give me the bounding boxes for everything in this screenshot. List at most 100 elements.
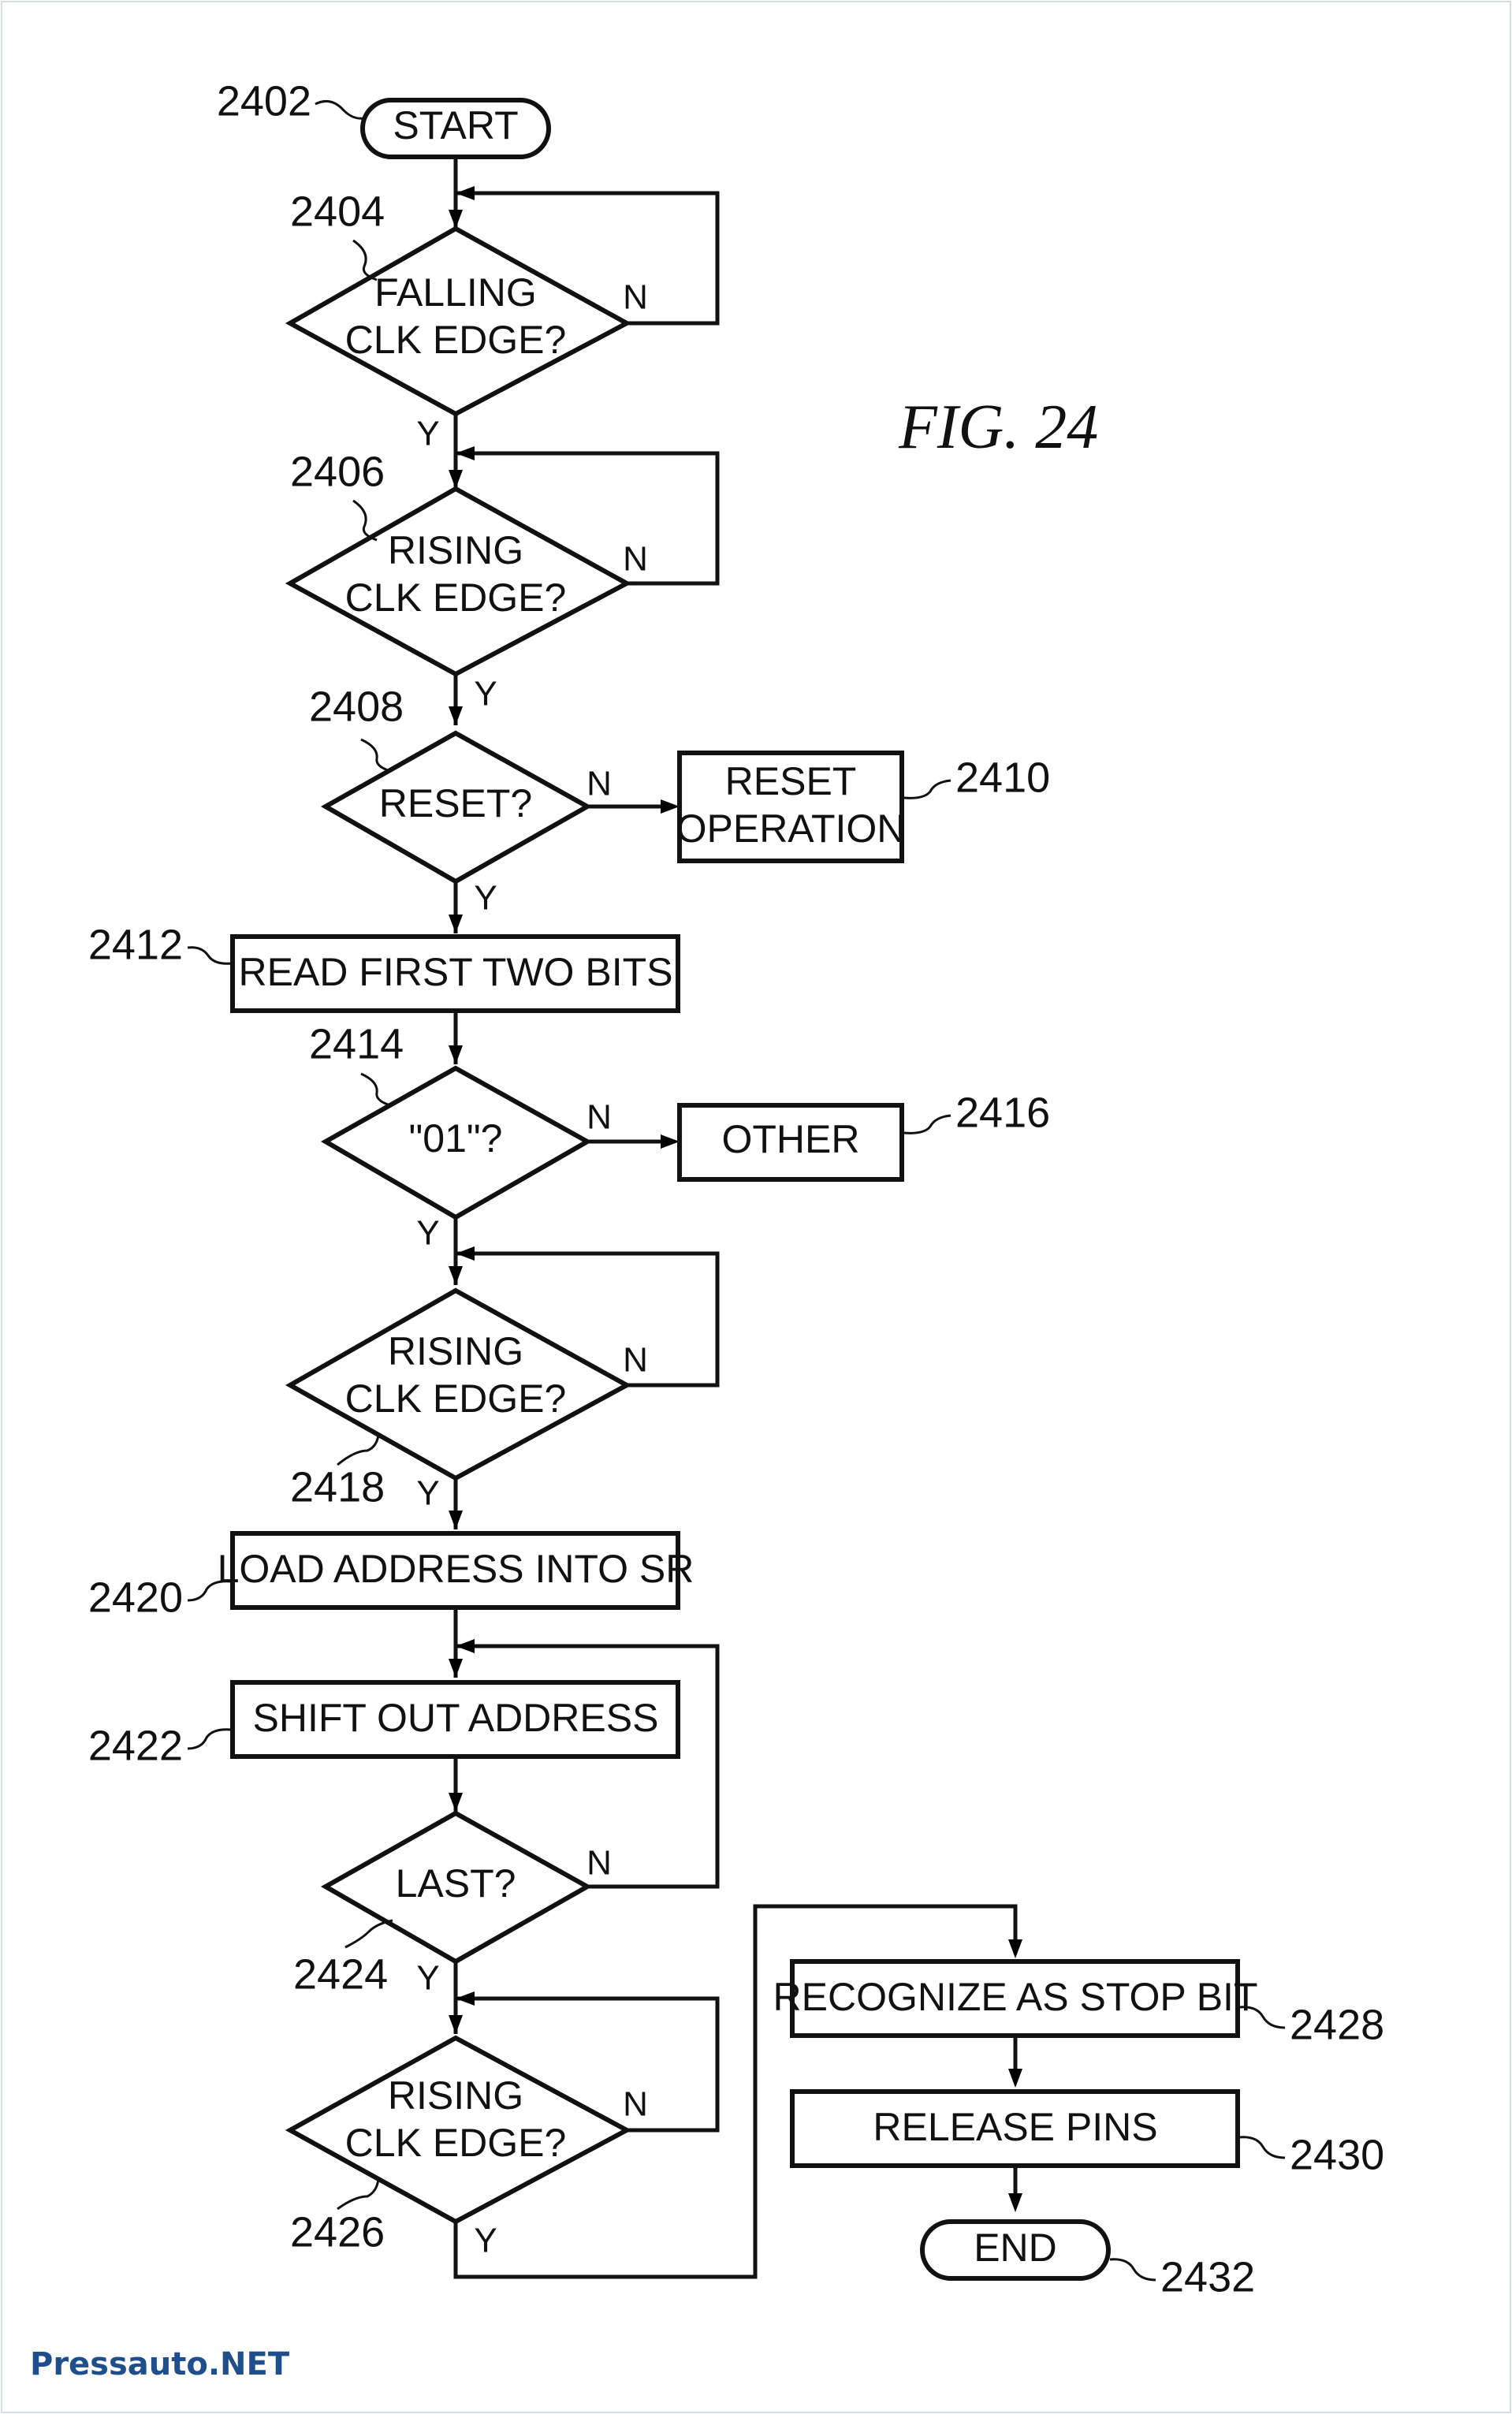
no-label: N (587, 765, 612, 803)
process-line-1: SHIFT OUT ADDRESS (253, 1696, 659, 1740)
arrowhead (449, 470, 463, 489)
process-shape (230, 1531, 680, 1610)
no-label: N (623, 2085, 648, 2124)
figure-title: FIG. 24 (898, 393, 1098, 462)
leader-line (187, 1728, 233, 1750)
yes-label: Y (416, 1959, 439, 1998)
decision-line-1: LAST? (396, 1861, 516, 1905)
watermark-text: Pressauto.NET (30, 2346, 290, 2382)
ref-2426: 2426 (290, 2208, 385, 2256)
yes-label: Y (416, 415, 439, 453)
loop-2426-no (456, 1996, 720, 2133)
arrowhead (661, 1134, 680, 1149)
decision-shape (285, 486, 632, 677)
process-shape (677, 751, 904, 863)
ref-2420: 2420 (88, 1574, 183, 1621)
end-shape (920, 2219, 1111, 2281)
decision-shape (285, 1287, 632, 1481)
decision-2418: RISING CLK EDGE? (285, 1287, 632, 1481)
decision-shape (320, 1065, 593, 1220)
process-2430: RELEASE PINS (790, 2089, 1240, 2168)
leader-line (344, 1919, 393, 1949)
decision-2424: LAST? (320, 1810, 593, 1965)
arrowhead (456, 1991, 475, 2006)
yes-label: Y (474, 879, 497, 918)
process-line-1: RESET (725, 759, 857, 803)
ref-2404: 2404 (290, 188, 385, 235)
edge-labels: N Y N Y N Y N Y N Y N Y N Y (416, 278, 648, 2260)
leader-line (360, 1072, 391, 1107)
arrowhead (456, 1639, 475, 1653)
decision-2406: RISING CLK EDGE? (285, 486, 632, 677)
no-label: N (623, 540, 648, 579)
edge-2426-to-2428 (453, 1904, 1018, 2279)
decision-line-1: RESET? (379, 781, 533, 825)
loop-2404-no (456, 191, 720, 326)
process-shape (230, 1680, 680, 1759)
connectors (453, 158, 1018, 2279)
decision-2414: "01"? (320, 1065, 593, 1220)
arrowhead (449, 706, 463, 725)
no-label: N (587, 1098, 612, 1137)
leader-line (337, 2178, 380, 2211)
ref-2412: 2412 (88, 921, 183, 968)
yes-label: Y (416, 1474, 439, 1513)
decision-2404: FALLING CLK EDGE? (285, 225, 632, 417)
decision-line-1: RISING (388, 2073, 523, 2118)
ref-2430: 2430 (1290, 2131, 1384, 2178)
decision-shape (285, 2035, 632, 2225)
arrowhead (449, 1266, 463, 1285)
arrowhead (456, 186, 475, 200)
yes-label: Y (474, 675, 497, 713)
ref-2422: 2422 (88, 1722, 183, 1769)
arrowhead (449, 915, 463, 933)
ref-2408: 2408 (309, 683, 404, 730)
process-shape (230, 934, 680, 1013)
start-shape (360, 98, 551, 159)
arrowhead (661, 799, 680, 814)
arrowhead (1008, 2193, 1022, 2212)
arrowhead (1008, 1939, 1022, 1958)
decision-shape (320, 1810, 593, 1965)
arrowhead (449, 1793, 463, 1812)
leader-line (903, 1114, 952, 1134)
decision-2408: RESET? (320, 730, 593, 885)
process-shape (790, 2089, 1240, 2168)
arrowhead (1008, 2069, 1022, 2088)
decision-line-1: RISING (388, 528, 523, 572)
ref-2410: 2410 (955, 754, 1050, 801)
end-terminal: END (920, 2219, 1111, 2281)
start-label: START (393, 103, 518, 147)
arrowhead (456, 1246, 475, 1261)
process-line-2: OPERATION (676, 807, 906, 851)
decision-shape (320, 730, 593, 885)
end-label: END (974, 2226, 1057, 2270)
process-shape (677, 1103, 904, 1182)
no-label: N (623, 1341, 648, 1380)
leader-line (1238, 2006, 1286, 2029)
process-line-1: OTHER (722, 1117, 860, 1161)
loop-2418-no (456, 1251, 720, 1388)
arrowhead (449, 210, 463, 229)
leader-line (352, 499, 378, 542)
process-2422: SHIFT OUT ADDRESS (230, 1680, 680, 1759)
no-label: N (587, 1844, 612, 1883)
ref-2418: 2418 (290, 1463, 385, 1511)
leader-line (360, 738, 391, 773)
decision-line-1: RISING (388, 1329, 523, 1373)
yes-label: Y (474, 2222, 497, 2260)
loop-2406-no (456, 451, 720, 586)
arrowhead (456, 446, 475, 460)
arrowhead (449, 1045, 463, 1064)
arrowhead (449, 1511, 463, 1529)
leader-line (337, 1434, 380, 1466)
leader-line (187, 946, 233, 965)
arrowhead (449, 2015, 463, 2034)
decision-line-1: "01"? (409, 1116, 503, 1160)
decision-line-2: CLK EDGE? (345, 2121, 567, 2165)
decision-2426: RISING CLK EDGE? (285, 2035, 632, 2225)
decision-line-1: FALLING (374, 270, 537, 315)
leader-line (315, 99, 365, 120)
no-label: N (623, 278, 648, 317)
